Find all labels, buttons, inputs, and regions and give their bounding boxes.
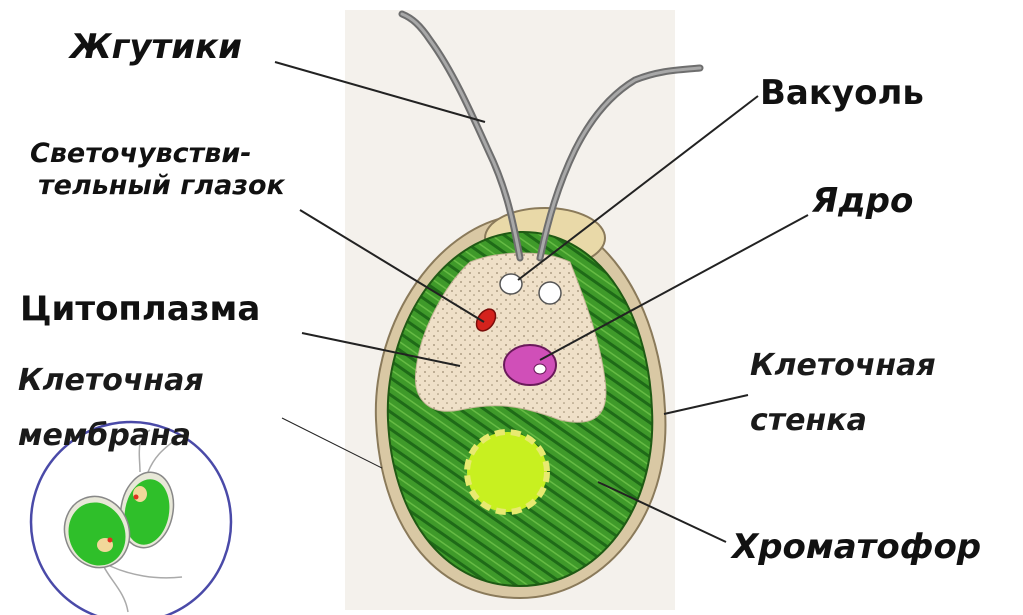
label-cellwall-line2: стенка xyxy=(750,405,867,437)
leader-cellwall xyxy=(664,395,748,414)
pyrenoid xyxy=(467,432,547,512)
label-membrane-line1: Клеточная xyxy=(18,365,204,397)
label-eyespot-line2: тельный глазок xyxy=(38,172,285,200)
label-vacuole: Вакуоль xyxy=(760,76,924,112)
nucleus xyxy=(504,345,556,385)
label-cellwall-line1: Клеточная xyxy=(750,350,936,382)
nucleolus xyxy=(534,364,546,374)
label-membrane-line2: мембрана xyxy=(18,420,191,452)
label-cytoplasm: Цитоплазма xyxy=(20,292,260,328)
vacuole-2 xyxy=(539,282,561,304)
label-chromatophore: Хроматофор xyxy=(732,530,981,566)
label-flagella: Жгутики xyxy=(70,30,242,66)
label-eyespot-line1: Светочувстви- xyxy=(30,140,252,168)
label-nucleus: Ядро xyxy=(812,184,913,220)
vacuole-1 xyxy=(500,274,522,294)
